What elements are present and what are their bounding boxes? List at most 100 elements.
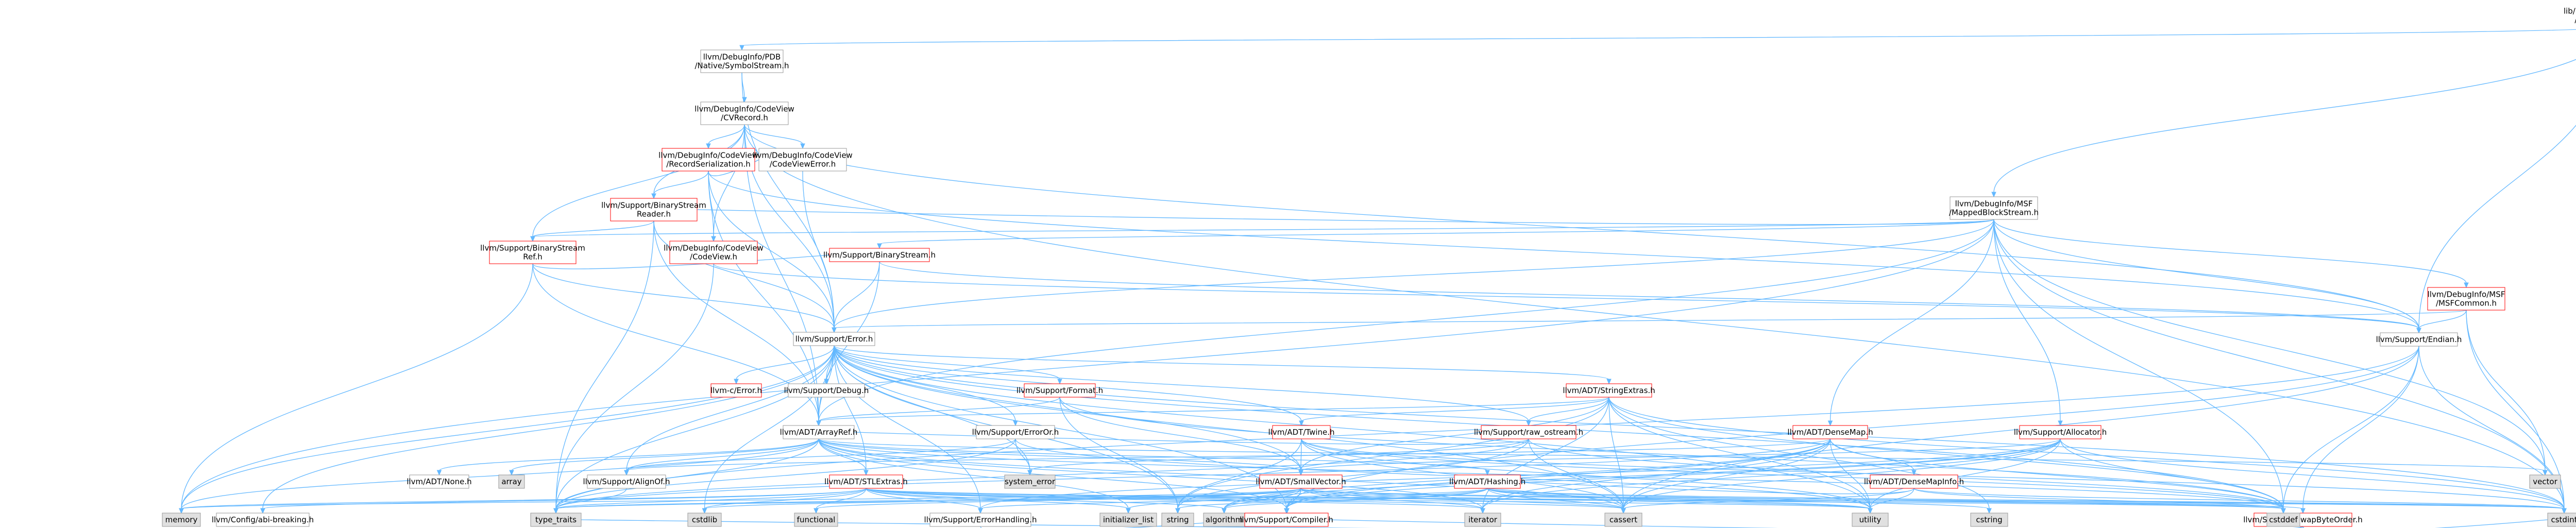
node-llvm-adt-stringextras-h[interactable]: llvm/ADT/StringExtras.h	[1563, 383, 1655, 398]
node-label: llvm/Support/BinaryStream	[480, 244, 585, 253]
edge-n29-n45	[1487, 488, 2306, 514]
node-box	[929, 513, 1031, 527]
edge-n17-n24	[509, 438, 819, 476]
edges-layer	[179, 29, 2576, 528]
edge-n7-n32	[179, 263, 533, 514]
nodes-layer: lib/DebugInfo/PDB/Native/SymbolStream.cp…	[162, 7, 2576, 527]
node-llvm-adt-hashing-h[interactable]: llvm/ADT/Hashing.h	[1449, 474, 1526, 489]
edge-n45-n47	[1328, 519, 2303, 528]
edge-n2-n7	[530, 124, 745, 242]
node-llvm-adt-densemapinfo-h[interactable]: llvm/ADT/DenseMapInfo.h	[1864, 474, 1964, 489]
node-label: llvm/ADT/DenseMapInfo.h	[1864, 477, 1964, 486]
edge-n11-n33	[260, 345, 835, 514]
edge-n2-n5	[744, 124, 805, 149]
node-llvm-support-error-h[interactable]: llvm/Support/Error.h	[793, 332, 875, 346]
node-box	[587, 474, 666, 489]
edge-n6-n4	[697, 209, 1994, 225]
edge-n12-n45	[2300, 346, 2419, 514]
node-llvm-support-raw-ostream-h[interactable]: llvm/Support/raw_ostream.h	[1474, 425, 1583, 439]
edge-n30-n42	[1621, 488, 1914, 514]
edge-n11-n15	[834, 345, 1062, 385]
node-box	[829, 248, 930, 262]
node-llvm-debuginfo-codeview-cvrecord-h[interactable]: llvm/DebugInfo/CodeView/CVRecord.h	[694, 101, 794, 125]
edge-n16-n19	[1299, 397, 1609, 427]
node-label: llvm/ADT/None.h	[406, 477, 471, 486]
node-llvm-support-erroror-h[interactable]: llvm/Support/ErrorOr.h	[972, 425, 1059, 439]
node-label: llvm/Config/abi-breaking.h	[212, 515, 314, 524]
node-memory: memory	[162, 513, 201, 527]
node-llvm-support-compiler-h[interactable]: llvm/Support/Compiler.h	[1240, 513, 1333, 527]
node-llvm-support-endian-h[interactable]: llvm/Support/Endian.h	[2376, 332, 2462, 347]
node-llvm-support-allocator-h[interactable]: llvm/Support/Allocator.h	[2014, 425, 2107, 439]
node-box	[669, 241, 758, 264]
node-label: Reader.h	[637, 210, 671, 219]
edge-n6-n9	[1993, 219, 2469, 288]
edge-n22-n28	[1298, 438, 2061, 476]
node-label: initializer_list	[1103, 515, 1154, 525]
node-label: llvm/DebugInfo/CodeView	[664, 244, 764, 253]
edge-n21-n30	[1829, 438, 1917, 476]
edge-n6-n22	[1993, 219, 2063, 427]
node-label: type_traits	[535, 515, 577, 525]
node-llvm-debuginfo-codeview-codeviewerror-h[interactable]: llvm/DebugInfo/CodeView/CodeViewError.h	[753, 148, 853, 172]
node-label: memory	[165, 515, 198, 524]
node-llvm-c-error-h[interactable]: llvm-c/Error.h	[710, 383, 762, 398]
node-llvm-support-debug-h[interactable]: llvm/Support/Debug.h	[784, 383, 869, 398]
node-label: /MappedBlockStream.h	[1949, 208, 2039, 217]
node-label: /MSFCommon.h	[2436, 299, 2497, 308]
node-llvm-adt-densemap-h[interactable]: llvm/ADT/DenseMap.h	[1787, 425, 1873, 439]
node-llvm-adt-none-h[interactable]: llvm/ADT/None.h	[406, 474, 472, 489]
node-llvm-debuginfo-pdb-native-symbolstream-h[interactable]: llvm/DebugInfo/PDB/Native/SymbolStream.h	[694, 49, 789, 73]
edge-n20-n17	[854, 432, 1529, 445]
node-label: llvm/ADT/ArrayRef.h	[780, 428, 858, 437]
node-llvm-adt-twine-h[interactable]: llvm/ADT/Twine.h	[1268, 425, 1335, 439]
node-llvm-support-binarystream-h[interactable]: llvm/Support/BinaryStream.h	[823, 248, 936, 262]
node-llvm-config-abi-breaking-h[interactable]: llvm/Config/abi-breaking.h	[212, 513, 314, 527]
node-label: llvm/Support/Error.h	[795, 334, 873, 344]
node-llvm-debuginfo-msf-mappedblockstream-h[interactable]: llvm/DebugInfo/MSF/MappedBlockStream.h	[1949, 196, 2039, 220]
node-box	[783, 425, 855, 439]
node-llvm-debuginfo-codeview-recordserialization-h[interactable]: llvm/DebugInfo/CodeView/RecordSerializat…	[658, 148, 758, 172]
node-label: llvm/Support/Allocator.h	[2014, 428, 2107, 437]
node-llvm-adt-arrayref-h[interactable]: llvm/ADT/ArrayRef.h	[780, 425, 858, 439]
node-label: llvm/Support/Debug.h	[784, 386, 869, 395]
node-llvm-support-alignof-h[interactable]: llvm/Support/AlignOf.h	[583, 474, 670, 489]
node-box	[498, 474, 525, 489]
node-box	[530, 513, 582, 527]
edge-n0-n6	[1991, 59, 2576, 198]
node-box	[2019, 425, 2102, 439]
node-box	[687, 513, 722, 527]
node-box	[1464, 513, 1501, 527]
edge-n28-n41	[1300, 488, 1485, 514]
node-llvm-support-format-h[interactable]: llvm/Support/Format.h	[1016, 383, 1103, 398]
node-box	[1161, 513, 1194, 527]
node-box	[1950, 196, 2038, 220]
node-label: system_error	[1005, 477, 1056, 487]
node-label: llvm/ADT/STLExtras.h	[824, 477, 908, 486]
node-iterator: iterator	[1464, 513, 1501, 527]
edge-n29-n39	[1222, 488, 1488, 514]
node-llvm-adt-smallvector-h[interactable]: llvm/ADT/SmallVector.h	[1256, 474, 1346, 489]
node-llvm-debuginfo-codeview-codeview-h[interactable]: llvm/DebugInfo/CodeView/CodeView.h	[664, 241, 764, 264]
edge-n45-n46	[581, 519, 2303, 528]
node-box	[1004, 474, 1056, 489]
edge-n8-n12	[713, 263, 2421, 334]
edge-n28-n35	[814, 488, 1301, 514]
node-box	[1099, 513, 1157, 527]
node-llvm-debuginfo-msf-msfcommon-h[interactable]: llvm/DebugInfo/MSF/MSFCommon.h	[2427, 287, 2505, 311]
node-label: cstddef	[2269, 515, 2298, 524]
node-label: cstdlib	[692, 515, 717, 524]
node-label: llvm/DebugInfo/CodeView	[694, 105, 794, 114]
edge-n10-n12	[879, 261, 2421, 334]
node-llvm-adt-stlextras-h[interactable]: llvm/ADT/STLExtras.h	[824, 474, 908, 489]
node-cstring: cstring	[1970, 513, 2008, 527]
edge-n12-n48	[2281, 346, 2419, 514]
node-box	[788, 383, 865, 398]
node-label: llvm/DebugInfo/CodeView	[753, 151, 853, 160]
node-label: Ref.h	[523, 252, 542, 262]
node-llvm-support-errorhandling-h[interactable]: llvm/Support/ErrorHandling.h	[924, 513, 1037, 527]
node-llvm-support-swapbyteorder-h[interactable]: llvm/Support/SwapByteOrder.h	[2243, 513, 2363, 527]
edge-n28-n40	[1284, 488, 1301, 514]
